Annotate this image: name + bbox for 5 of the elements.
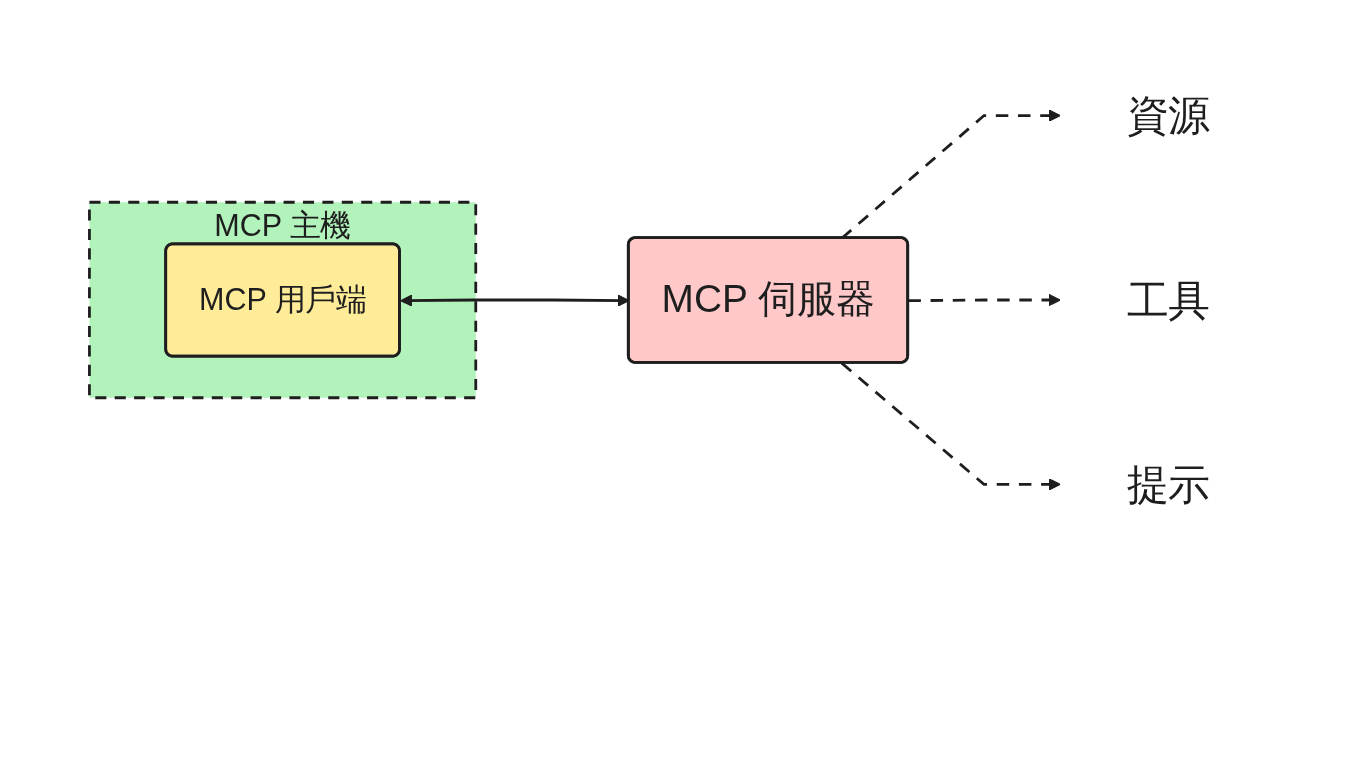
node-text: 提示 [1126, 461, 1210, 508]
arrow [840, 362, 1061, 491]
node-text: 資源 [1126, 92, 1210, 139]
node-text: 工具 [1126, 277, 1210, 323]
arrow [907, 293, 1061, 307]
